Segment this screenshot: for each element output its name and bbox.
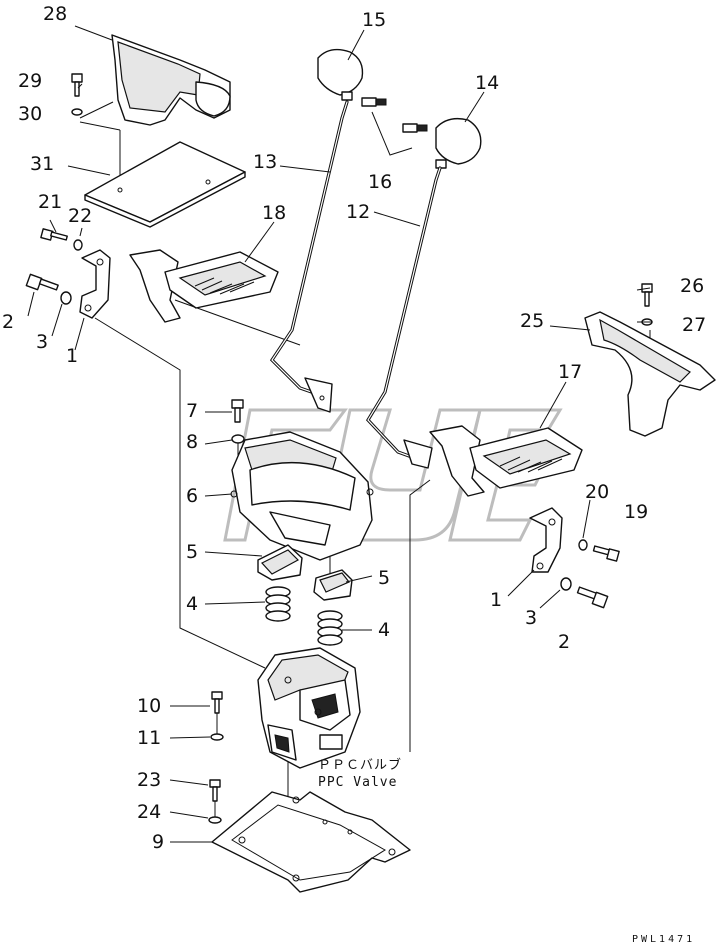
part-29-bolt bbox=[71, 73, 83, 97]
callout-5-left: 5 bbox=[186, 541, 198, 563]
part-22-washer bbox=[73, 239, 83, 251]
part-1-bracket-left bbox=[79, 249, 111, 319]
callout-25: 25 bbox=[520, 310, 544, 332]
callout-20: 20 bbox=[585, 481, 609, 503]
callout-12: 12 bbox=[346, 201, 370, 223]
callout-3-right: 3 bbox=[525, 607, 537, 629]
callout-27: 27 bbox=[682, 314, 706, 336]
part-5-seat-left bbox=[257, 544, 303, 581]
part-31-plate bbox=[84, 141, 246, 228]
callout-2-left: 2 bbox=[2, 311, 14, 333]
callout-16: 16 bbox=[368, 171, 392, 193]
part-17-pedal-right bbox=[429, 425, 583, 497]
ppc-valve-label-en: PPC Valve bbox=[318, 775, 397, 790]
part-11-washer bbox=[210, 733, 224, 741]
callouts: 28 29 30 31 21 22 2 3 1 15 13 14 16 12 1… bbox=[2, 3, 706, 853]
ppc-valve bbox=[257, 647, 361, 769]
part-25-cover bbox=[584, 311, 716, 437]
callout-2-right: 2 bbox=[558, 631, 570, 653]
callout-31: 31 bbox=[30, 153, 54, 175]
callout-leaders bbox=[27, 25, 652, 843]
part-16-joint bbox=[361, 97, 428, 133]
part-24-washer bbox=[208, 816, 222, 824]
part-7-bolt bbox=[231, 399, 244, 423]
callout-21: 21 bbox=[38, 191, 62, 213]
part-1-bracket-right bbox=[529, 507, 563, 573]
part-21-bolt bbox=[40, 228, 68, 241]
part-4-spring-right bbox=[317, 610, 343, 646]
ppc-valve-label-jp: ＰＰＣバルブ bbox=[318, 757, 402, 773]
drawing-code: PWL1471 bbox=[632, 934, 695, 945]
callout-15: 15 bbox=[362, 9, 386, 31]
callout-10: 10 bbox=[137, 695, 161, 717]
part-8-washer bbox=[231, 434, 245, 444]
callout-19: 19 bbox=[624, 501, 648, 523]
part-18-pedal-left bbox=[129, 249, 279, 323]
part-20-washer bbox=[578, 539, 588, 551]
callout-14: 14 bbox=[475, 72, 499, 94]
callout-5-right: 5 bbox=[378, 567, 390, 589]
callout-4-left: 4 bbox=[186, 593, 198, 615]
part-23-bolt bbox=[209, 779, 221, 802]
callout-7: 7 bbox=[186, 400, 198, 422]
callout-28: 28 bbox=[43, 3, 67, 25]
part-3-washer-right bbox=[560, 577, 572, 591]
part-3-washer-left bbox=[60, 291, 72, 305]
part-13-lever-left bbox=[269, 100, 349, 413]
callout-6: 6 bbox=[186, 485, 198, 507]
part-6-boot bbox=[230, 431, 374, 561]
part-4-spring-left bbox=[265, 586, 291, 622]
callout-18: 18 bbox=[262, 202, 286, 224]
callout-13: 13 bbox=[253, 151, 277, 173]
callout-8: 8 bbox=[186, 431, 198, 453]
callout-24: 24 bbox=[137, 801, 161, 823]
callout-29: 29 bbox=[18, 70, 42, 92]
part-2-bolt-left bbox=[25, 273, 59, 291]
callout-23: 23 bbox=[137, 769, 161, 791]
part-2-bolt-right bbox=[576, 586, 609, 609]
part-10-bolt bbox=[211, 691, 223, 714]
callout-22: 22 bbox=[68, 205, 92, 227]
part-14-knob bbox=[435, 117, 482, 169]
part-19-bolt bbox=[592, 545, 620, 562]
callout-1-right: 1 bbox=[490, 589, 502, 611]
callout-3-left: 3 bbox=[36, 331, 48, 353]
part-12-lever-right bbox=[366, 166, 442, 469]
part-30-washer bbox=[71, 108, 83, 116]
callout-1-left: 1 bbox=[66, 345, 78, 367]
callout-26: 26 bbox=[680, 275, 704, 297]
part-28-cover bbox=[111, 34, 231, 126]
callout-9: 9 bbox=[152, 831, 164, 853]
part-26-bolt bbox=[641, 283, 653, 307]
callout-17: 17 bbox=[558, 361, 582, 383]
part-9-plate bbox=[211, 791, 411, 893]
callout-30: 30 bbox=[18, 103, 42, 125]
part-5-seat-right bbox=[313, 569, 353, 601]
callout-4-right: 4 bbox=[378, 619, 390, 641]
callout-11: 11 bbox=[137, 727, 161, 749]
part-15-knob bbox=[317, 48, 364, 101]
